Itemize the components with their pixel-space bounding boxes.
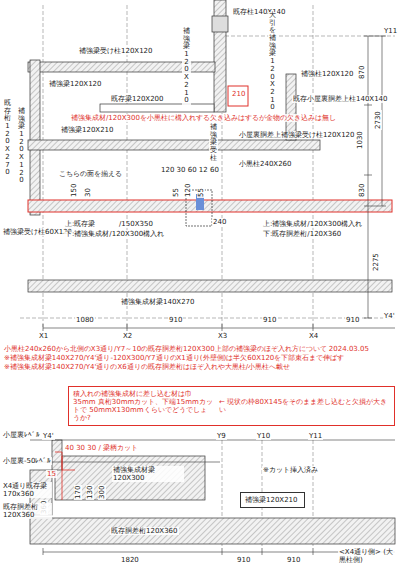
- annotation-label: 1820: [120, 556, 140, 564]
- annotation-label: X4: [308, 332, 319, 340]
- annotation-label: 830: [358, 183, 366, 198]
- annotation-label: 小屋裏胴差上補強梁受け柱120X120: [238, 131, 356, 139]
- annotation-label: Y9: [216, 432, 227, 440]
- red-box: [228, 86, 248, 106]
- annotation-label: 55: [172, 187, 180, 198]
- annotation-label: こちらの面を揃える: [58, 170, 123, 178]
- annotation-label: 小黒柱240X260: [238, 160, 293, 168]
- annotation-label: <X4通り側> (大黒柱側): [338, 548, 398, 564]
- annotation-label: 240: [212, 218, 227, 226]
- annotation-label: 910: [168, 316, 183, 324]
- annotation-label: 下:補強集成材/120X300構入れ: [64, 230, 165, 238]
- annotation-label: 補強梁受柱: [209, 124, 218, 162]
- red-note: ※補強集成材梁140X270/Y4'通りのX6通りの既存胴差桁はほぞ入れや大黒柱…: [4, 363, 396, 371]
- annotation-label: 40 30 30 / 梁柄カット: [64, 444, 139, 452]
- annotation-label: X4通り既存梁 170x360: [2, 482, 52, 498]
- annotation-label: 910: [345, 316, 360, 324]
- annotation-label: 2730: [374, 110, 382, 130]
- annotation-label: 120: [184, 183, 192, 198]
- annotation-label: 補強梁受け柱60X120: [2, 228, 73, 236]
- annotation-label: 既存胴差桁 120X360: [2, 503, 52, 519]
- annotation-label: 補強集成材梁140X270: [120, 298, 196, 306]
- annotation-label: 既存小屋裏胴差上柱140X140: [292, 95, 389, 103]
- beams: [28, 0, 395, 544]
- note-block: 小黒柱240x260から北側のX3通り/Y7～10の既存胴差桁120X300上部…: [4, 345, 396, 371]
- annotation-label: /150X350: [118, 220, 154, 228]
- annotation-label: Y4': [42, 432, 55, 440]
- annotation-label: 910: [262, 316, 277, 324]
- annotation-label: 補強梁120X120: [48, 80, 103, 88]
- annotation-label: 補強集成材梁 120X300: [112, 466, 184, 482]
- red-note: 小黒柱240x260から北側のX3通り/Y7～10の既存胴差桁120X300上部…: [4, 345, 396, 353]
- annotation-label: 300: [98, 485, 106, 500]
- annotation-label: 15: [46, 470, 57, 478]
- annotation-label: 下:既存胴差桁/120X360: [262, 230, 342, 238]
- annotation-label: 既存柱140X140: [232, 8, 287, 16]
- node-text: 補強梁120X210: [245, 496, 300, 504]
- node-text: ← 現状の枠80X145をそのまま差し込むと欠損が大きい: [219, 398, 390, 414]
- annotation-label: 55: [197, 187, 205, 198]
- note-box: 積入れの補強集成材に差し込む材は巾35mm 真桁30mmカット、下端15mmカッ…: [68, 386, 395, 426]
- beam-box: 補強梁120X210: [240, 492, 305, 508]
- annotation-label: 170: [74, 485, 82, 500]
- dimension-lines: [30, 36, 395, 555]
- node-text: 積入れの補強集成材に差し込む材は巾35mm 真桁30mmカット、下端15mmカッ…: [73, 390, 213, 422]
- annotation-label: 150: [70, 183, 78, 198]
- annotation-label: 910: [236, 556, 251, 564]
- annotation-label: 30: [84, 187, 92, 198]
- column: [212, 16, 228, 32]
- annotation-label: Y10: [256, 432, 271, 440]
- annotation-label: X1: [38, 332, 49, 340]
- annotation-label: 大引を補強梁120X210: [268, 12, 277, 112]
- annotation-label: 補強梁120X120: [17, 108, 26, 185]
- annotation-label: 120 30 60 12 60: [160, 166, 220, 174]
- annotation-label: 上:補強集成材/120X300構入れ: [262, 220, 363, 228]
- annotation-label: ※カット挿入済み: [262, 466, 319, 474]
- annotation-label: Y11: [308, 432, 323, 440]
- annotation-label: 2275: [372, 252, 380, 272]
- annotation-label: 小屋裏ﾚﾍﾞﾙ: [2, 431, 41, 439]
- annotation-label: 910: [286, 556, 301, 564]
- annotation-label: Y11: [383, 27, 398, 35]
- annotation-label: 補強集成材/120X300を小黒柱に構入れする欠き込みはするが金物の欠き込みは無…: [70, 114, 337, 122]
- annotation-label: 既存胴差桁120X360: [110, 527, 179, 535]
- annotation-label: 上:既存梁: [64, 220, 96, 228]
- annotation-label: 補強梁120X210: [60, 126, 115, 134]
- cut-marks: [55, 452, 75, 500]
- annotation-label: X2: [122, 332, 133, 340]
- annotation-label: 1030: [356, 130, 364, 150]
- red-note: ※補強集成材梁140X270/Y4'通り-120X300/Y7通りのX1通り(外…: [4, 354, 396, 362]
- annotation-label: 130: [86, 485, 94, 500]
- grid-lines: [20, 5, 395, 548]
- annotation-label: 補強梁120X210: [182, 28, 191, 105]
- annotation-label: 既存梁120X200: [110, 95, 165, 103]
- annotation-label: 小屋裏-50ﾚﾍﾞﾙ: [2, 457, 52, 465]
- annotation-label: 補強梁受け柱120X120: [78, 47, 154, 55]
- annotation-label: 補強柱120X120: [300, 70, 355, 78]
- annotation-label: 870: [358, 65, 366, 80]
- annotation-label: 既存桁120X270: [3, 100, 12, 177]
- annotation-label: X3: [217, 332, 228, 340]
- annotation-label: 1080: [75, 316, 95, 324]
- annotation-label: Y4': [383, 312, 396, 320]
- annotation-label: 210: [231, 90, 246, 98]
